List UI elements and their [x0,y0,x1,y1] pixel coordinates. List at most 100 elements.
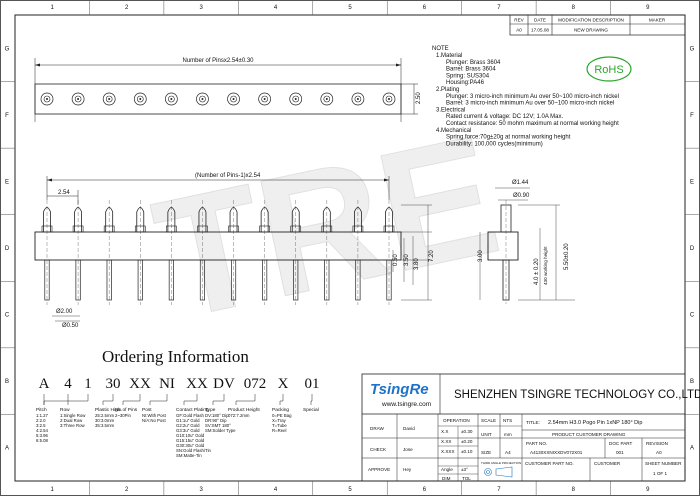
ordering-title: Ordering Information [102,347,249,366]
svg-text:RoHS: RoHS [594,64,623,76]
code-part: 1 [84,376,92,392]
legend-title: Type [205,407,216,413]
top-pin [382,92,396,106]
row-label: A [690,446,694,452]
row-label: E [690,179,694,185]
column-label: 6 [423,5,427,11]
column-label: 1 [51,487,55,493]
legend-title: Packing [272,407,289,413]
front-pin [41,200,53,305]
rev-value: A0 [516,28,522,33]
tolerance-value: ±0.20 [461,439,473,444]
legend-line: 35:3.5mm [95,423,115,428]
top-pin [320,92,334,106]
doc-part-label: DOC PART [609,441,633,446]
company-name: SHENZHEN TSINGRE TECHNOLOGY CO.,LTD [454,389,700,401]
row-label: G [5,46,10,52]
tail-diameter: Ø0.50 [62,323,79,329]
rohs-badge: RoHS [586,56,632,82]
ordering-legends: Pitch1:1.272:2.03:2.54:2.545:3.966:5.08R… [36,394,319,458]
column-label: 5 [348,487,352,493]
row-label: B [5,379,9,385]
revision-table: REV DATE MODIFICATION DESCRIPTION MAKER … [509,14,686,36]
row-label: A [5,446,9,452]
modification-header: MODIFICATION DESCRIPTION [558,18,624,23]
row-label: F [690,113,694,119]
legend-line: R=Reel [272,428,286,433]
check-name: Jose [403,447,413,452]
title-label: TITLE: [526,420,540,425]
row-label: C [5,313,10,319]
tolerance-dim: X.XXX [441,449,455,454]
legend-line: 0=PE Bag [272,413,292,418]
customer-part-label: CUSTOMER PART NO. [525,461,574,466]
tolerance-dim: Angle [441,467,453,472]
modification-value: NEW DRAWING [574,28,608,33]
note-line: 4.Mechanical [436,128,471,134]
front-pin [228,200,239,305]
column-label: 8 [572,5,576,11]
row-label: D [690,246,695,252]
legend-title: Row [60,407,70,413]
column-label: 7 [497,5,501,11]
approve-label: APPROVE [368,467,390,472]
legend-line: 1:Single Row [60,413,86,418]
column-label: 7 [497,487,501,493]
front-pin [134,200,146,305]
tolerance-dim: X.X [441,429,448,434]
note-line: Barrel: 3 micro-inch minimum Au over 50~… [446,101,614,107]
tol-label: TOL [462,476,471,481]
check-label: CHECK [370,447,387,452]
code-part: DV [213,376,235,392]
legend-line: T=Tube [272,423,287,428]
note-line: 3.Electrical [436,107,465,113]
legend-line: NI:With Post [142,413,167,418]
row-label: F [5,113,9,119]
legend-line: 1:1.27 [36,413,49,418]
customer-label: CUSTOMER [594,461,621,466]
top-pin [71,92,85,106]
code-part: A [39,376,50,392]
tolerance-dim: X.XX [441,439,451,444]
maker-header: MAKER [649,18,666,23]
tolerance-value: ±3° [461,467,468,472]
legend-line: G30:30u" Gold [176,443,205,448]
top-pin [40,92,54,106]
pitch-dimension: 2.54 [58,190,70,196]
legend-title: Post [142,407,152,413]
code-part: NI [159,376,175,392]
legend-line: 072:7.2mm [228,413,250,418]
top-pin [289,92,303,106]
legend-line: 5:3.96 [36,433,49,438]
operation-label: OPERATION [443,418,470,423]
unit-label: UNIT [481,432,492,437]
scale-label: SCALE [481,418,496,423]
front-pin [290,200,302,305]
front-pin [259,200,270,305]
tolerance-value: ±0.10 [461,449,473,454]
company-website: www.tsingre.com [381,401,431,408]
legend-line: SM:Solder Type [205,428,236,433]
legend-title: Plastic High [95,407,121,413]
top-pin [227,92,240,106]
code-part: X [278,376,289,392]
approve-name: Hey [403,467,412,472]
row-label: G [690,46,695,52]
tolerance-value: ±0.30 [461,429,473,434]
code-part: 01 [305,376,320,392]
front-pin [321,200,333,305]
top-pin [351,92,365,106]
side-full-dimension: 5.50±0.20 [564,243,570,270]
sheet-value: 1 OF 1 [653,471,667,476]
front-pin [352,200,364,305]
column-label: 4 [274,487,278,493]
legend-line: G10:10u" Gold [176,433,205,438]
legend-line: N/A:No Post [142,418,166,423]
projection-icon [484,466,513,478]
row-label: E [5,179,9,185]
size-value: A4 [505,450,511,455]
revision-label: REVISION [646,441,668,446]
legend-line: 25:2.5mm [95,413,115,418]
